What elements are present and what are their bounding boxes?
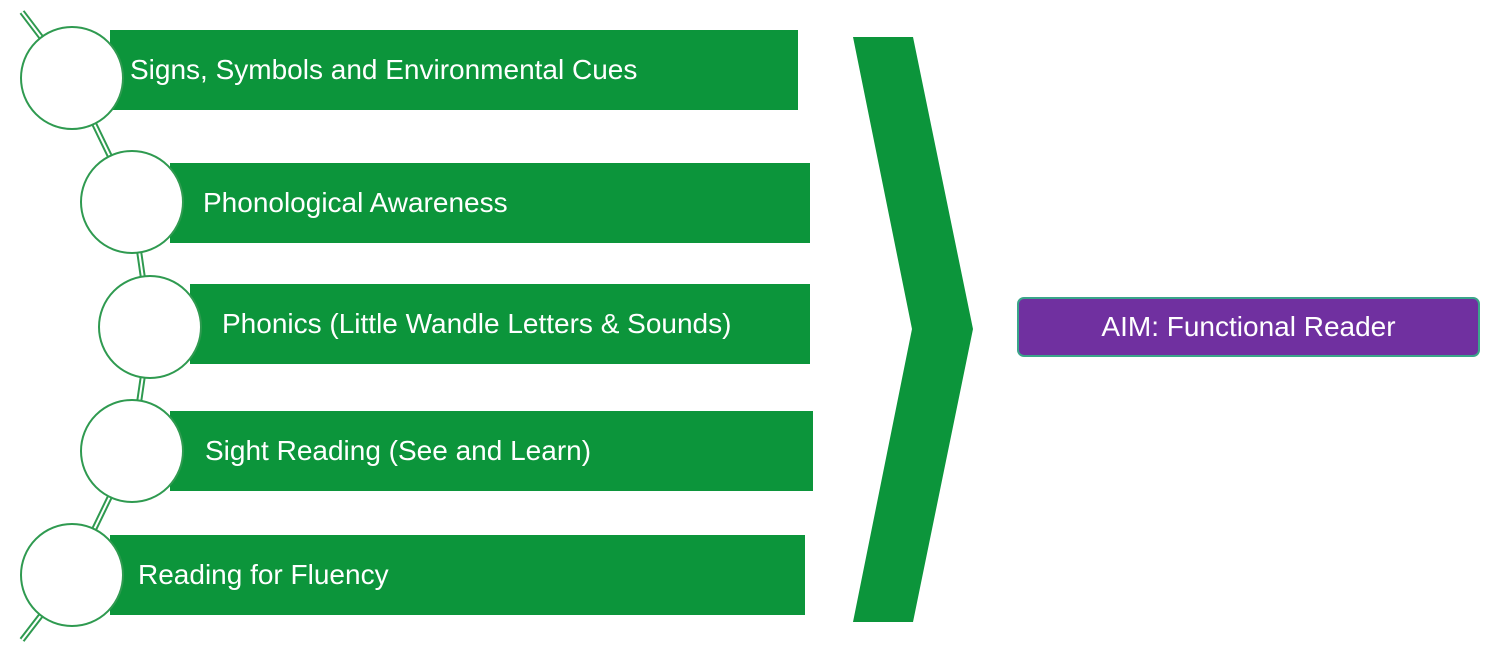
step-signs-symbols: Signs, Symbols and Environmental Cues <box>110 30 798 110</box>
step-reading-fluency: Reading for Fluency <box>110 535 805 615</box>
step-phonological-awareness: Phonological Awareness <box>170 163 810 243</box>
step-label: Phonological Awareness <box>203 187 508 218</box>
step-label: Phonics (Little Wandle Letters & Sounds) <box>222 308 732 339</box>
aim-box: AIM: Functional Reader <box>1017 297 1480 357</box>
step-sight-reading: Sight Reading (See and Learn) <box>170 411 813 491</box>
step-label: Sight Reading (See and Learn) <box>205 435 592 466</box>
step-phonics: Phonics (Little Wandle Letters & Sounds) <box>190 284 810 364</box>
chevron-right-icon <box>853 37 973 622</box>
aim-label: AIM: Functional Reader <box>1101 311 1396 342</box>
step-label: Signs, Symbols and Environmental Cues <box>130 54 638 85</box>
step-label: Reading for Fluency <box>138 559 389 590</box>
